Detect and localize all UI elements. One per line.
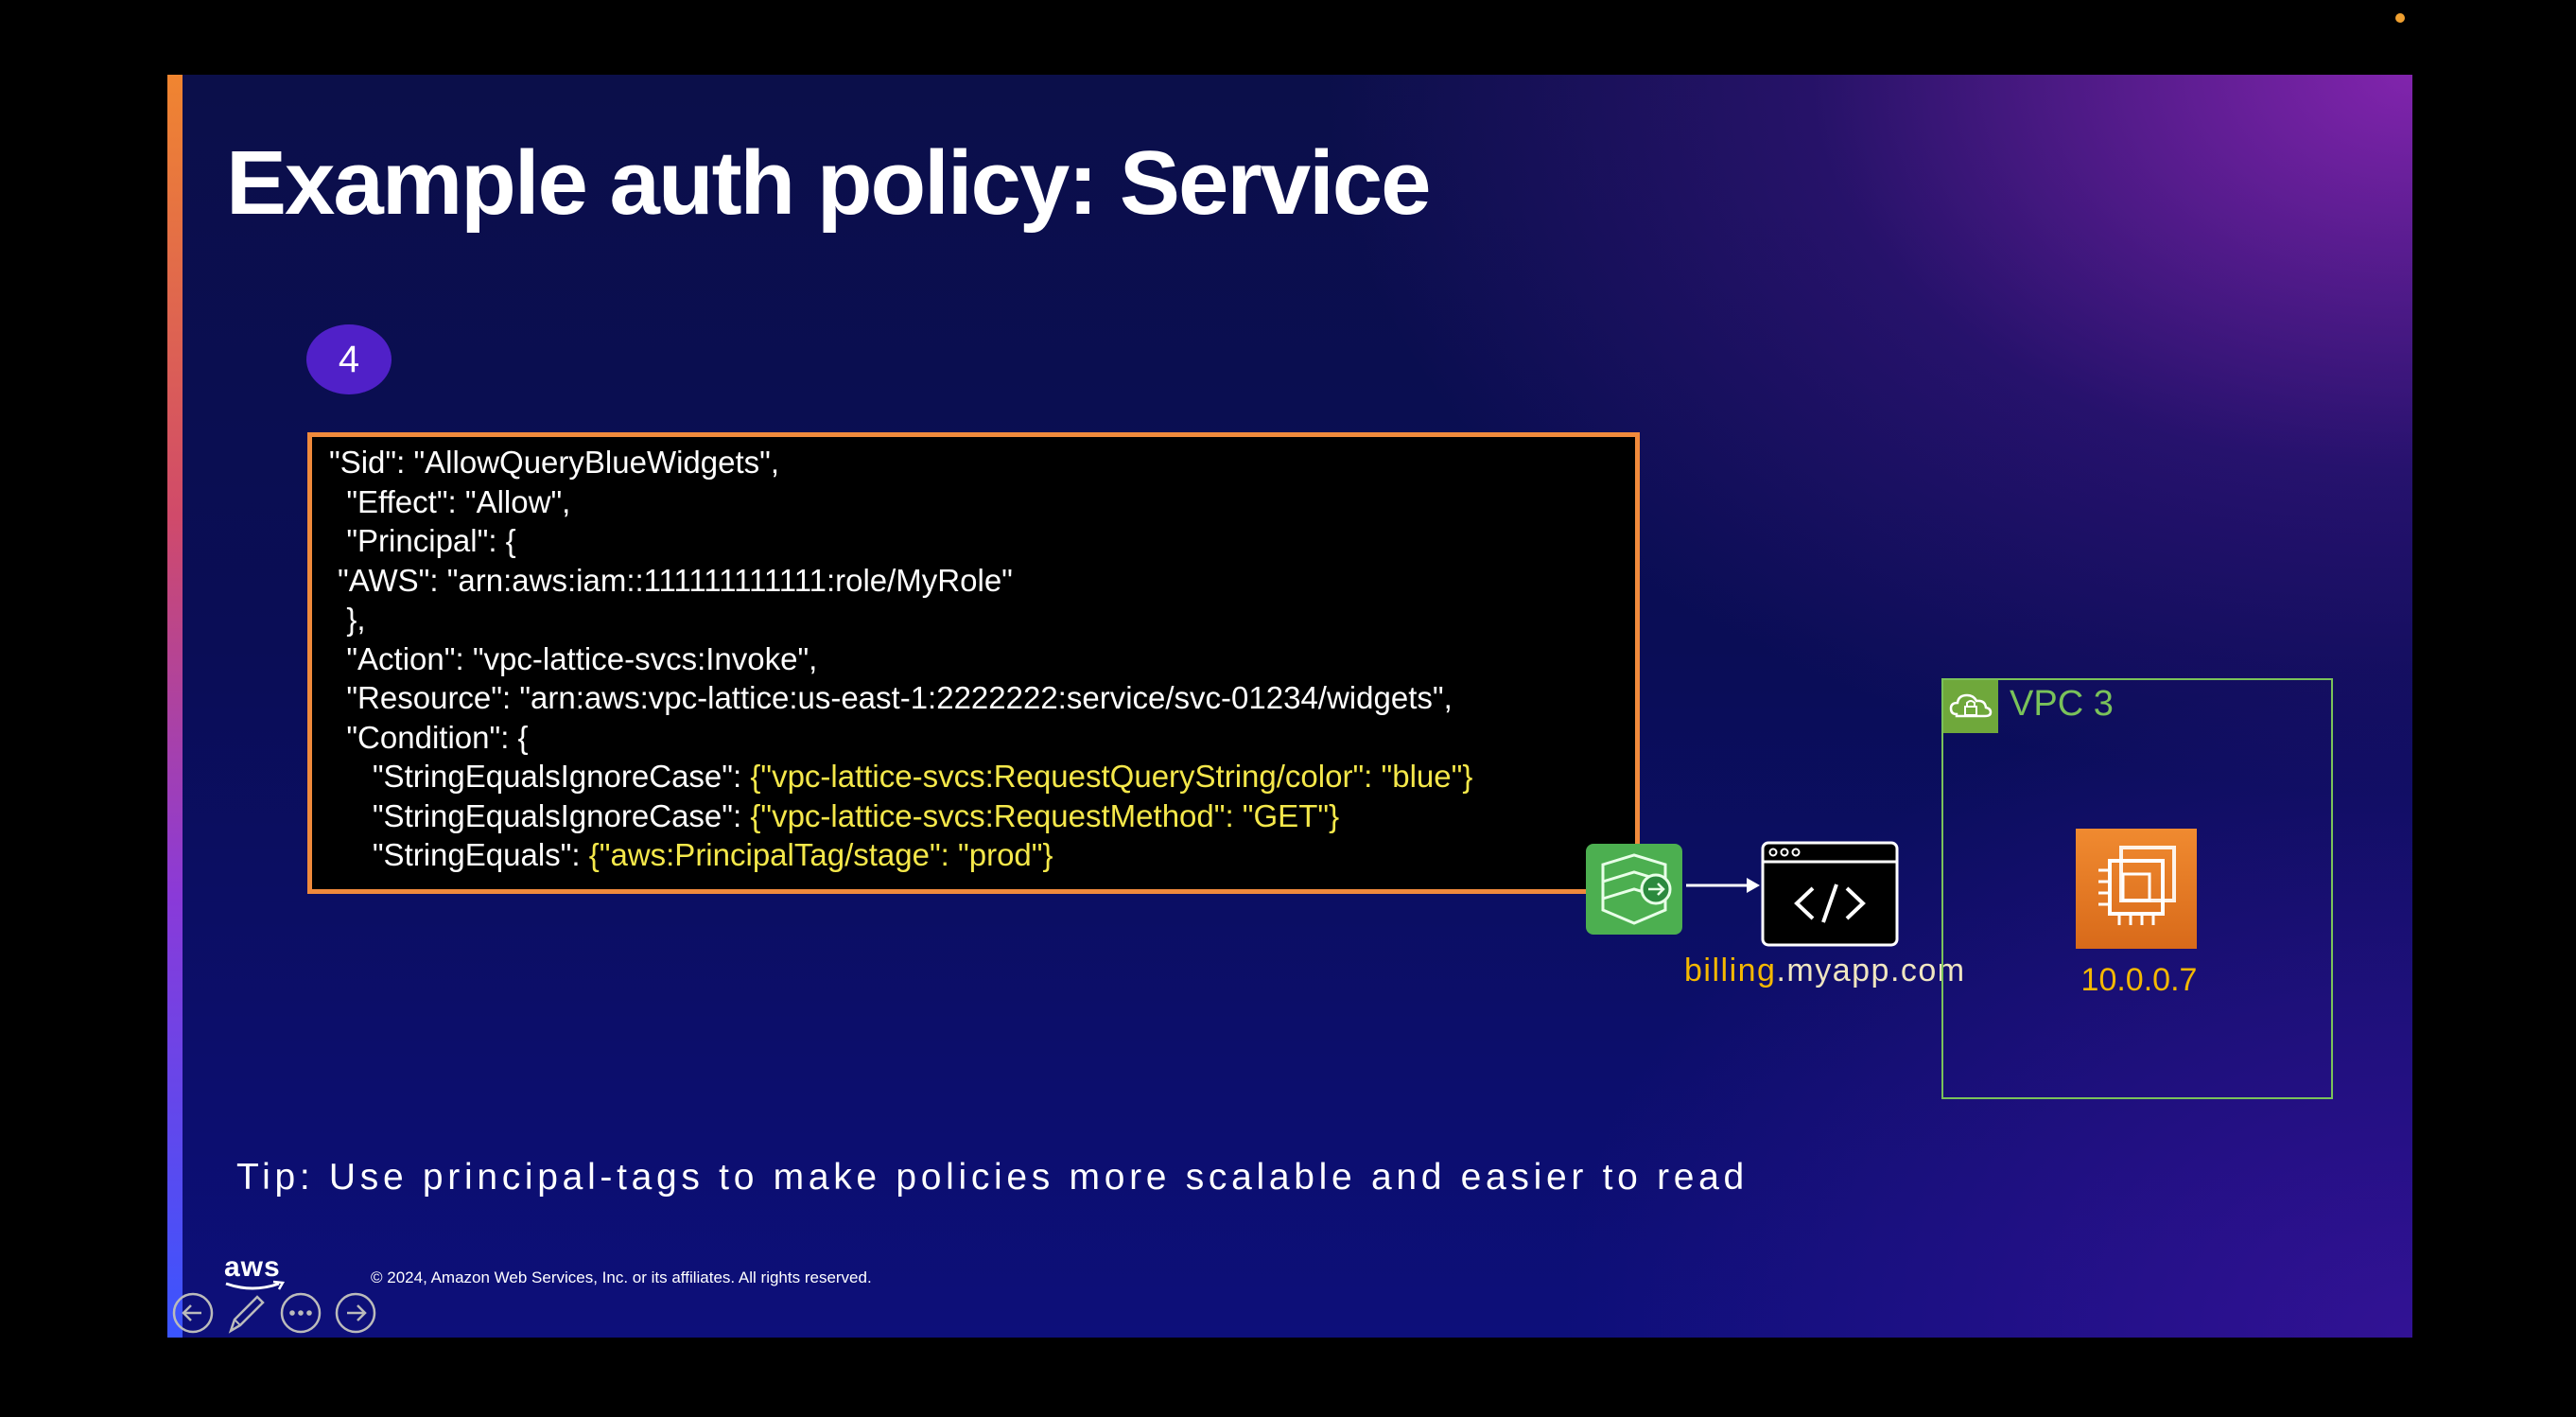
policy-line-text: "Condition": {: [329, 719, 529, 755]
policy-line: "AWS": "arn:aws:iam::111111111111:role/M…: [312, 561, 1635, 601]
code-window-icon: [1761, 841, 1899, 947]
tip-text: Tip: Use principal-tags to make policies…: [236, 1157, 1749, 1198]
copyright-text: © 2024, Amazon Web Services, Inc. or its…: [371, 1268, 872, 1286]
service-domain-rest: .myapp.com: [1776, 953, 1966, 988]
arrow-right-connector: [1686, 878, 1760, 893]
arrow-left-icon[interactable]: [171, 1291, 215, 1335]
policy-line-text: },: [329, 602, 366, 637]
policy-line-highlight: {"aws:PrincipalTag/stage": "prod"}: [588, 837, 1053, 872]
arrow-right-icon[interactable]: [334, 1291, 377, 1335]
policy-line: "Principal": {: [312, 521, 1635, 561]
policy-line: "Resource": "arn:aws:vpc-lattice:us-east…: [312, 678, 1635, 718]
policy-line-text: "Principal": {: [329, 523, 516, 558]
vpc-group: VPC 3: [1941, 678, 2333, 1099]
policy-line: },: [312, 600, 1635, 639]
lattice-service-network-icon: [1586, 844, 1682, 935]
policy-line-text: "StringEqualsIgnoreCase":: [329, 759, 751, 794]
policy-line: "StringEqualsIgnoreCase": {"vpc-lattice-…: [312, 796, 1635, 836]
policy-line: "Action": "vpc-lattice-svcs:Invoke",: [312, 639, 1635, 679]
service-domain-label: billing.myapp.com: [1684, 953, 1966, 989]
policy-line: "StringEqualsIgnoreCase": {"vpc-lattice-…: [312, 757, 1635, 796]
policy-line-text: "StringEqualsIgnoreCase":: [329, 797, 751, 833]
policy-line-highlight: {"vpc-lattice-svcs:RequestQueryString/co…: [750, 759, 1473, 794]
step-badge: 4: [306, 324, 392, 394]
policy-line-text: "Effect": "Allow",: [329, 483, 571, 519]
policy-line-text: "AWS": "arn:aws:iam::111111111111:role/M…: [338, 562, 1013, 598]
aws-logo: aws: [224, 1251, 290, 1297]
slide-title: Example auth policy: Service: [226, 132, 1432, 234]
policy-lines: "Sid": "AllowQueryBlueWidgets", "Effect"…: [312, 443, 1635, 875]
policy-line: "Condition": {: [312, 718, 1635, 758]
policy-line: "StringEquals": {"aws:PrincipalTag/stage…: [312, 835, 1635, 875]
vpc-label: VPC 3: [2010, 684, 2114, 724]
policy-line-text: "Resource": "arn:aws:vpc-lattice:us-east…: [329, 680, 1453, 715]
recording-indicator: [2395, 13, 2405, 23]
service-domain-accent: billing: [1684, 953, 1777, 988]
pen-icon[interactable]: [225, 1291, 269, 1335]
policy-line-text: "Action": "vpc-lattice-svcs:Invoke",: [329, 640, 818, 676]
more-options-icon[interactable]: [279, 1291, 322, 1335]
policy-line: "Sid": "AllowQueryBlueWidgets",: [312, 443, 1635, 482]
slide: Example auth policy: Service 4 "Sid": "A…: [167, 75, 2412, 1338]
slide-accent-bar: [167, 75, 183, 1338]
aws-logo-text: aws: [224, 1251, 281, 1283]
cloud-lock-icon: [1943, 680, 1998, 733]
auth-policy-code-box: "Sid": "AllowQueryBlueWidgets", "Effect"…: [307, 432, 1640, 894]
policy-line-text: "StringEquals":: [329, 837, 589, 872]
ec2-chip-icon: [2076, 829, 2197, 949]
policy-line-highlight: {"vpc-lattice-svcs:RequestMethod": "GET"…: [750, 797, 1340, 833]
policy-line: "Effect": "Allow",: [312, 482, 1635, 522]
policy-line-text: "Sid": "AllowQueryBlueWidgets",: [329, 445, 780, 480]
instance-ip-label: 10.0.0.7: [2080, 962, 2198, 998]
